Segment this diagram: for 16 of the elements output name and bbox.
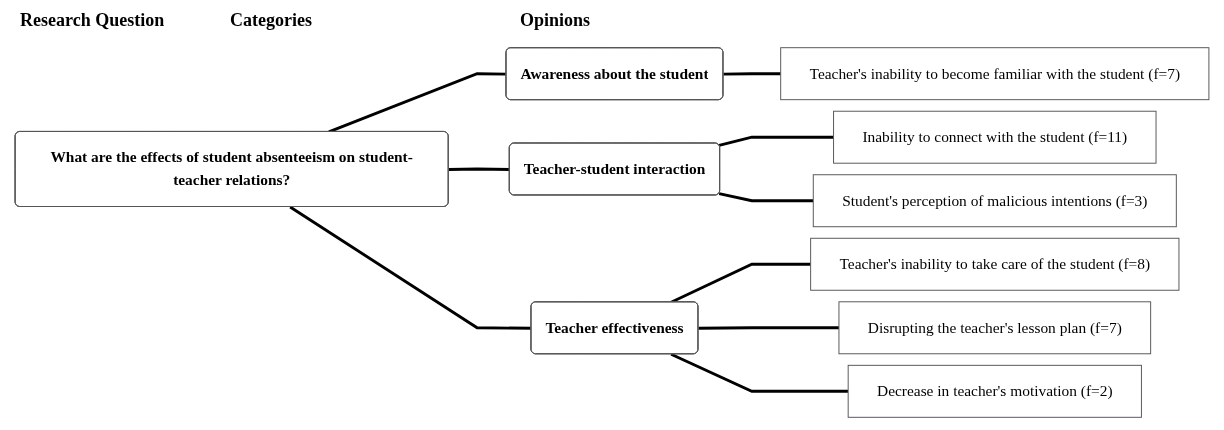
connector [723, 72, 781, 76]
connector [698, 326, 839, 330]
connector [718, 192, 814, 203]
connector [718, 135, 834, 147]
node-box: Teacher's inability to take care of the student (f=8) [810, 237, 1180, 291]
connector [289, 205, 532, 330]
connector [448, 167, 510, 171]
column-heading: Research Question [20, 10, 165, 31]
node-box: Teacher's inability to become familiar with the student (f=7) [780, 47, 1210, 101]
connector [670, 352, 849, 393]
node-box: Inability to connect with the student (f=11) [833, 110, 1157, 164]
node-box: Student's perception of malicious intentions (f=3) [812, 174, 1177, 228]
column-heading: Categories [230, 10, 312, 31]
node-box: Decrease in teacher's motivation (f=2) [847, 364, 1142, 418]
node-box: Disrupting the teacher's lesson plan (f=7) [838, 301, 1152, 355]
column-heading: Opinions [520, 10, 591, 31]
